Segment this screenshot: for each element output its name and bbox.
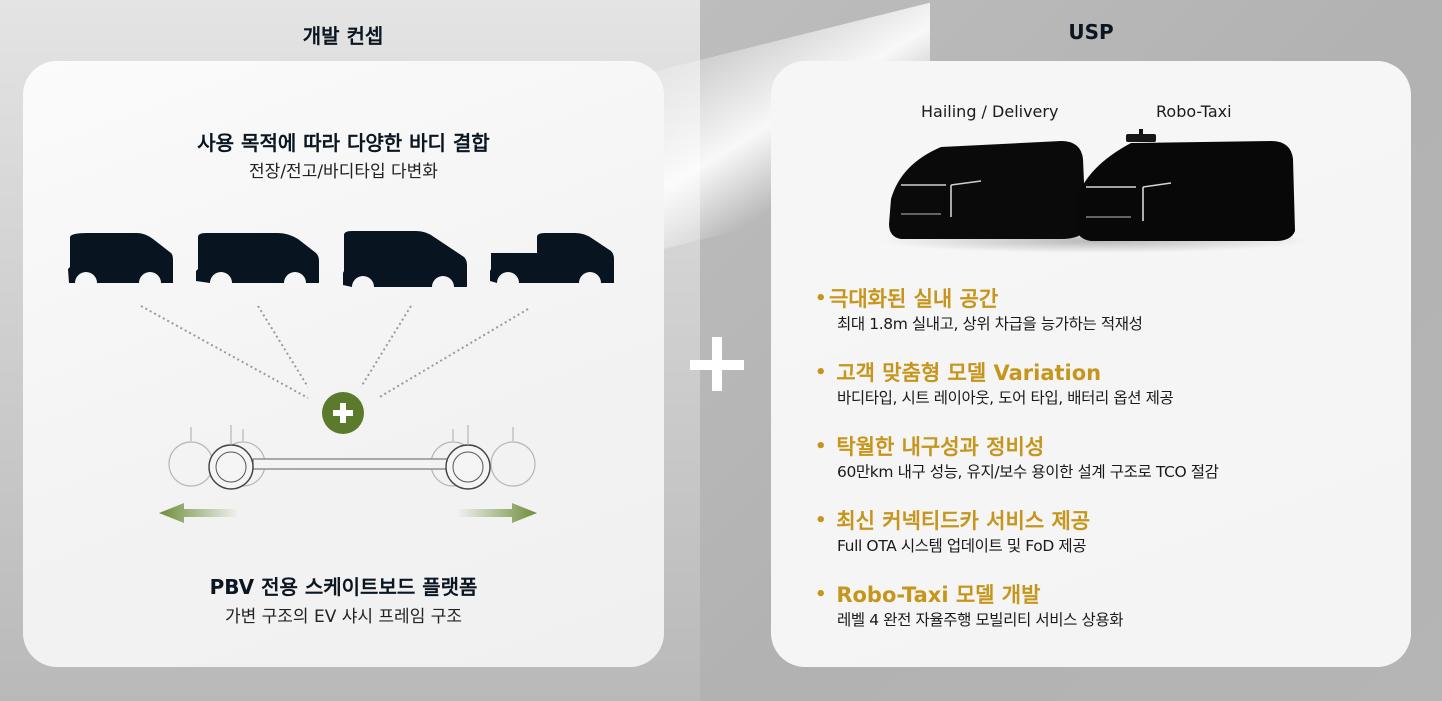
skateboard-platform-subtext: 가변 구조의 EV 샤시 프레임 구조	[224, 607, 463, 627]
usp-title: 탁월한 내구성과 정비성	[836, 435, 1045, 459]
van-high-roof-icon	[343, 231, 467, 287]
skateboard-chassis-illustration	[159, 425, 537, 523]
usp-item-robo-taxi: • Robo-Taxi 모델 개발 레벨 4 완전 자율주행 모빌리티 서비스 …	[815, 581, 1395, 655]
bullet-icon: •	[815, 362, 827, 383]
usp-title: 극대화된 실내 공간	[829, 287, 999, 311]
skateboard-platform-heading: PBV 전용 스케이트보드 플랫폼	[209, 575, 478, 599]
usp-title: 고객 맞춤형 모델 Variation	[836, 361, 1102, 385]
usp-list: •극대화된 실내 공간 최대 1.8m 실내고, 상위 차급을 능가하는 적재성…	[815, 285, 1395, 655]
section-title-usp: USP	[1068, 20, 1114, 44]
usp-title: Robo-Taxi 모델 개발	[836, 583, 1041, 607]
van-long-icon	[196, 233, 319, 283]
pbv-vehicles-image	[881, 129, 1311, 253]
usp-item-interior-space: •극대화된 실내 공간 최대 1.8m 실내고, 상위 차급을 능가하는 적재성	[815, 285, 1395, 359]
usp-item-custom-variation: • 고객 맞춤형 모델 Variation 바디타입, 시트 레이아웃, 도어 …	[815, 359, 1395, 433]
body-combination-subtext: 전장/전고/바디타입 다변화	[249, 162, 438, 182]
usp-desc: Full OTA 시스템 업데이트 및 FoD 제공	[837, 537, 1087, 555]
section-title-dev-concept: 개발 컨셉	[302, 24, 384, 48]
bullet-icon: •	[815, 436, 827, 457]
robo-taxi-label: Robo-Taxi	[1156, 102, 1232, 121]
usp-panel: Hailing / Delivery Robo-Taxi •극대화된 실내 공간…	[771, 61, 1411, 667]
dev-concept-panel: 사용 목적에 따라 다양한 바디 결합 전장/전고/바디타입 다변화	[23, 61, 664, 667]
combine-plus-icon	[322, 392, 364, 434]
usp-desc: 바디타입, 시트 레이아웃, 도어 타입, 배터리 옵션 제공	[837, 389, 1174, 407]
bullet-icon: •	[815, 584, 827, 605]
usp-desc: 레벨 4 완전 자율주행 모빌리티 서비스 상용화	[837, 611, 1124, 629]
usp-item-connected-car: • 최신 커넥티드카 서비스 제공 Full OTA 시스템 업데이트 및 Fo…	[815, 507, 1395, 581]
hailing-delivery-label: Hailing / Delivery	[921, 102, 1059, 121]
usp-desc: 60만km 내구 성능, 유지/보수 용이한 설계 구조로 TCO 절감	[837, 463, 1219, 481]
van-short-icon	[68, 233, 173, 283]
pickup-truck-icon	[490, 233, 614, 283]
vehicle-body-types	[67, 231, 627, 291]
bullet-icon: •	[815, 510, 827, 531]
usp-title: 최신 커넥티드카 서비스 제공	[836, 509, 1091, 533]
usp-desc: 최대 1.8m 실내고, 상위 차급을 능가하는 적재성	[837, 315, 1143, 333]
usp-item-durability: • 탁월한 내구성과 정비성 60만km 내구 성능, 유지/보수 용이한 설계…	[815, 433, 1395, 507]
panel-join-plus-icon	[690, 337, 744, 391]
body-combination-heading: 사용 목적에 따라 다양한 바디 결합	[197, 131, 490, 155]
bullet-icon: •	[815, 288, 827, 309]
